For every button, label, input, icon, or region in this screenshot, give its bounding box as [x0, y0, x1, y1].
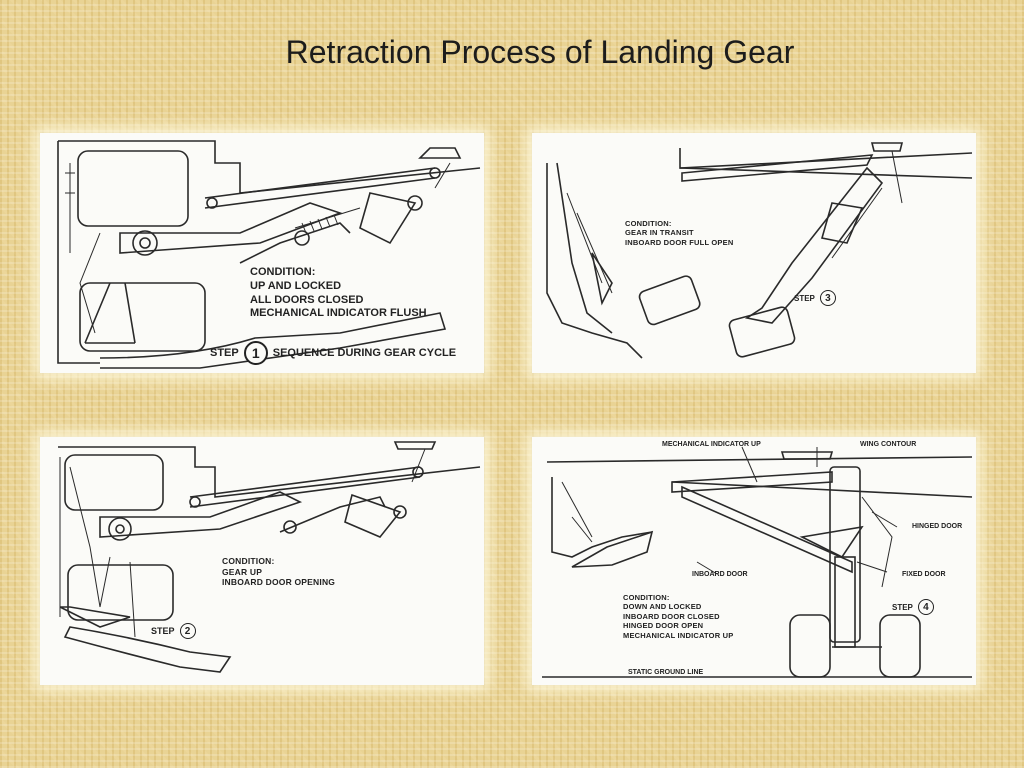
diagram-panel-step-3: CONDITION: GEAR IN TRANSIT INBOARD DOOR … — [532, 133, 976, 373]
condition-line: MECHANICAL INDICATOR FLUSH — [250, 307, 427, 320]
gear-diagram-step-2 — [58, 441, 481, 673]
condition-line: ALL DOORS CLOSED — [250, 293, 364, 306]
condition-line: INBOARD DOOR CLOSED — [623, 611, 720, 621]
condition-text-step-3: CONDITION: GEAR IN TRANSIT INBOARD DOOR … — [625, 219, 733, 247]
condition-line: CONDITION: — [250, 266, 316, 278]
condition-line: DOWN AND LOCKED — [623, 602, 702, 612]
condition-line: CONDITION: — [222, 556, 275, 566]
gear-diagram-step-3 — [546, 142, 973, 359]
step-word: STEP — [210, 347, 239, 359]
condition-line: MECHANICAL INDICATOR UP — [623, 630, 734, 640]
callout-inboard-door: INBOARD DOOR — [692, 571, 748, 578]
gear-diagram-step-1 — [57, 140, 481, 369]
condition-line: CONDITION: — [623, 593, 670, 602]
gear-diagram-step-4 — [542, 446, 973, 678]
callout-fixed-door: FIXED DOOR — [902, 571, 946, 578]
condition-text-step-4: CONDITION: DOWN AND LOCKED INBOARD DOOR … — [623, 593, 733, 640]
step-label-2: STEP 2 — [151, 623, 196, 639]
condition-line: GEAR IN TRANSIT — [625, 228, 694, 238]
step-number-badge: 4 — [917, 599, 934, 615]
condition-line: HINGED DOOR OPEN — [623, 621, 704, 631]
condition-text-step-2: CONDITION: GEAR UP INBOARD DOOR OPENING — [222, 556, 335, 588]
step-word: STEP — [892, 602, 913, 612]
step-label-1: STEP 1 SEQUENCE DURING GEAR CYCLE — [210, 341, 456, 365]
diagram-panel-step-2: CONDITION: GEAR UP INBOARD DOOR OPENING … — [40, 437, 484, 685]
condition-text-step-1: CONDITION: UP AND LOCKED ALL DOORS CLOSE… — [250, 266, 427, 321]
step-number-badge: 3 — [819, 290, 836, 306]
diagram-panel-step-4: MECHANICAL INDICATOR UP WING CONTOUR HIN… — [532, 437, 976, 685]
step-caption: SEQUENCE DURING GEAR CYCLE — [272, 347, 457, 359]
step-word: STEP — [794, 293, 815, 303]
condition-line: INBOARD DOOR FULL OPEN — [625, 237, 734, 247]
step-word: STEP — [151, 626, 175, 636]
diagram-panel-step-1: CONDITION: UP AND LOCKED ALL DOORS CLOSE… — [40, 133, 484, 373]
step-number-badge: 1 — [243, 341, 268, 365]
condition-line: UP AND LOCKED — [250, 279, 342, 292]
callout-ground-line: STATIC GROUND LINE — [625, 669, 707, 676]
condition-line: GEAR UP — [222, 566, 263, 577]
callout-wing-contour: WING CONTOUR — [860, 441, 917, 448]
step-number-badge: 2 — [179, 623, 196, 639]
step-label-3: STEP 3 — [794, 290, 836, 306]
callout-hinged-door: HINGED DOOR — [912, 523, 963, 530]
callout-mechanical-indicator: MECHANICAL INDICATOR UP — [662, 441, 761, 448]
condition-line: CONDITION: — [625, 219, 672, 228]
slide-title: Retraction Process of Landing Gear — [285, 34, 795, 70]
condition-line: INBOARD DOOR OPENING — [222, 577, 336, 588]
step-label-4: STEP 4 — [892, 599, 934, 615]
